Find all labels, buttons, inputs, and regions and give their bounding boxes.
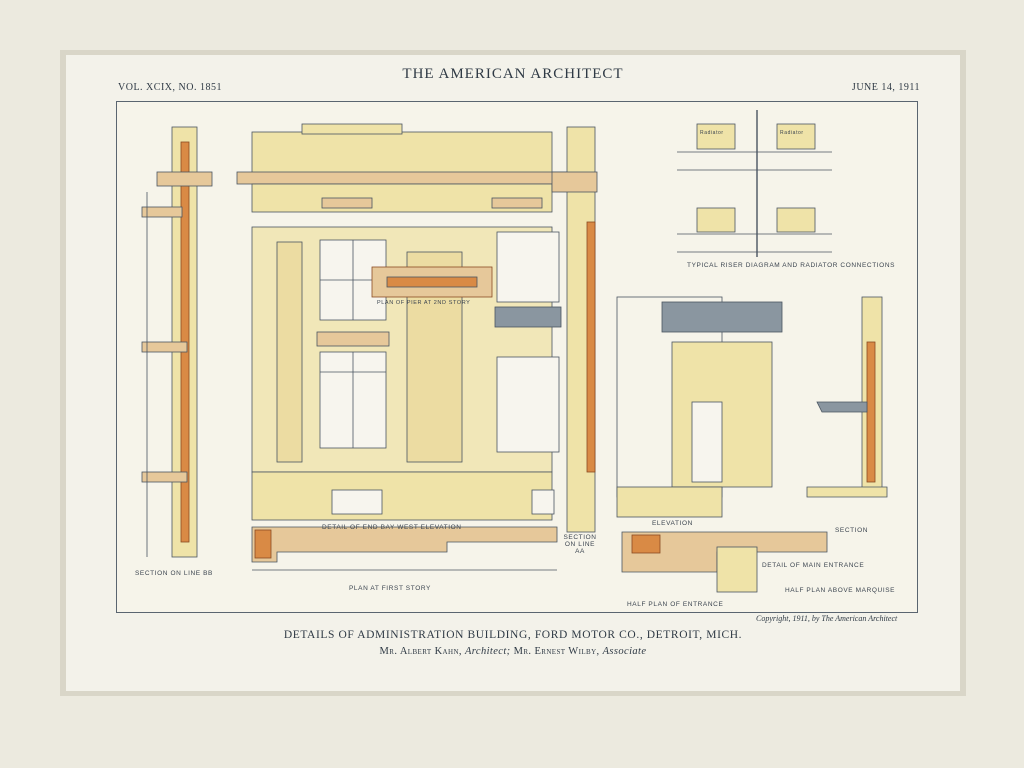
architectural-drawing xyxy=(141,110,888,593)
associate-name: Mr. Ernest Wilby, xyxy=(513,646,600,657)
volume-number: VOL. XCIX, NO. 1851 xyxy=(118,82,222,93)
plan-2nd-story-label: PLAN OF PIER AT 2ND STORY xyxy=(377,300,471,306)
radiator-label-1: Radiator xyxy=(700,130,724,136)
drawing-frame: TYPICAL RISER DIAGRAM AND RADIATOR CONNE… xyxy=(116,101,918,613)
section-aa-drawing xyxy=(551,126,598,533)
riser-diagram-drawing xyxy=(677,110,832,257)
section-label: SECTION xyxy=(835,527,869,534)
elevation-label: ELEVATION xyxy=(652,520,693,527)
half-plan-marquise-label: HALF PLAN ABOVE MARQUISE xyxy=(785,587,896,594)
section-bb-drawing xyxy=(141,126,213,558)
plate-credits: Mr. Albert Kahn, Architect; Mr. Ernest W… xyxy=(66,646,960,657)
main-entrance-label: DETAIL OF MAIN ENTRANCE xyxy=(762,562,865,569)
entrance-section-drawing xyxy=(806,296,888,498)
entrance-half-plans xyxy=(621,531,828,593)
print-sheet: THE AMERICAN ARCHITECT VOL. XCIX, NO. 18… xyxy=(66,55,960,691)
riser-diagram-label: TYPICAL RISER DIAGRAM AND RADIATOR CONNE… xyxy=(687,262,896,269)
journal-title: THE AMERICAN ARCHITECT xyxy=(402,66,624,82)
plate-caption: DETAILS OF ADMINISTRATION BUILDING, FORD… xyxy=(283,629,743,641)
section-bb-label: SECTION ON LINE BB xyxy=(135,570,213,577)
main-entrance-elevation xyxy=(616,296,783,518)
plan-first-story-label: PLAN AT FIRST STORY xyxy=(349,585,431,592)
architect-name: Mr. Albert Kahn, xyxy=(379,646,462,657)
copyright-notice: Copyright, 1911, by The American Archite… xyxy=(756,614,898,623)
architect-role: Architect; xyxy=(464,646,511,657)
radiator-label-2: Radiator xyxy=(780,130,804,136)
end-bay-elevation xyxy=(236,123,568,521)
end-bay-label: DETAIL OF END BAY WEST ELEVATION xyxy=(322,524,462,531)
associate-role: Associate xyxy=(602,646,647,657)
plan-first-story-drawing xyxy=(251,526,558,571)
half-plan-entrance-label: HALF PLAN OF ENTRANCE xyxy=(627,601,724,608)
section-aa-label: SECTION ON LINE AA xyxy=(563,534,597,555)
issue-date: JUNE 14, 1911 xyxy=(851,82,920,93)
